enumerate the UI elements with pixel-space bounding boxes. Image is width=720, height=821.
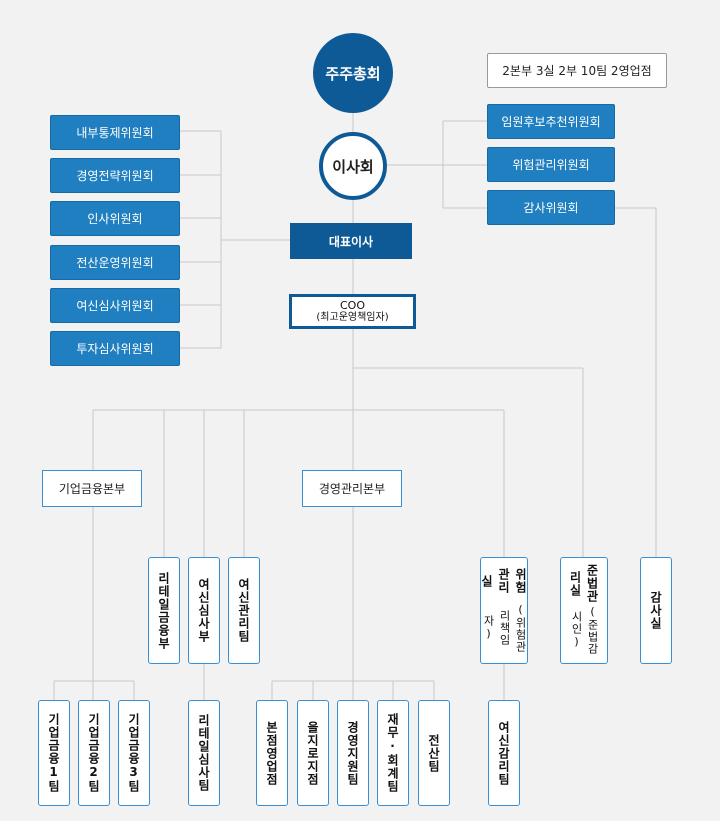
risk-office-name: 위험관리실 (479, 568, 528, 595)
dept-credit-review: 여신심사부 (188, 557, 220, 664)
committee-credit-review: 여신심사위원회 (50, 288, 180, 323)
compliance-office-note: (준법감시인) (570, 605, 599, 656)
committee-risk-management: 위험관리위원회 (487, 147, 615, 182)
committee-internal-control: 내부통제위원회 (50, 115, 180, 150)
dept-retail-finance: 리테일금융부 (148, 557, 180, 664)
team-retail-review: 리테일심사팀 (188, 700, 220, 806)
committee-it-operations: 전산운영위원회 (50, 245, 180, 280)
division-corporate-finance: 기업금융본부 (42, 470, 142, 507)
shareholders-meeting: 주주총회 (313, 33, 393, 113)
team-corporate-finance-3: 기업금융3팀 (118, 700, 150, 806)
committee-personnel: 인사위원회 (50, 201, 180, 236)
division-management: 경영관리본부 (302, 470, 402, 507)
board-of-directors: 이사회 (319, 132, 387, 200)
dept-audit-office: 감사실 (640, 557, 672, 664)
team-it: 전산팀 (418, 700, 450, 806)
team-euljiro-branch: 을지로지점 (297, 700, 329, 806)
dept-credit-management: 여신관리팀 (228, 557, 260, 664)
dept-risk-office: 위험관리실 (위험관리책임자) (480, 557, 528, 664)
committee-audit: 감사위원회 (487, 190, 615, 225)
coo-box: COO (최고운영책임자) (289, 294, 416, 329)
org-status-summary: 2본부 3실 2부 10팀 2영업점 (487, 53, 667, 88)
compliance-office-name: 준법관리실 (568, 564, 599, 604)
coo-title: COO (340, 298, 365, 312)
committee-investment-review: 투자심사위원회 (50, 331, 180, 366)
team-corporate-finance-1: 기업금융1팀 (38, 700, 70, 806)
risk-office-note: (위험관리책임자) (482, 602, 527, 653)
team-corporate-finance-2: 기업금융2팀 (78, 700, 110, 806)
dept-compliance-office: 준법관리실 (준법감시인) (560, 557, 608, 664)
committee-executive-nomination: 임원후보추천위원회 (487, 104, 615, 139)
ceo-box: 대표이사 (290, 223, 412, 259)
committee-management-strategy: 경영전략위원회 (50, 158, 180, 193)
team-finance-accounting: 재무·회계팀 (377, 700, 409, 806)
team-management-support: 경영지원팀 (337, 700, 369, 806)
team-head-branch: 본점영업점 (256, 700, 288, 806)
team-credit-audit: 여신감리팀 (488, 700, 520, 806)
coo-subtitle: (최고운영책임자) (316, 311, 389, 323)
